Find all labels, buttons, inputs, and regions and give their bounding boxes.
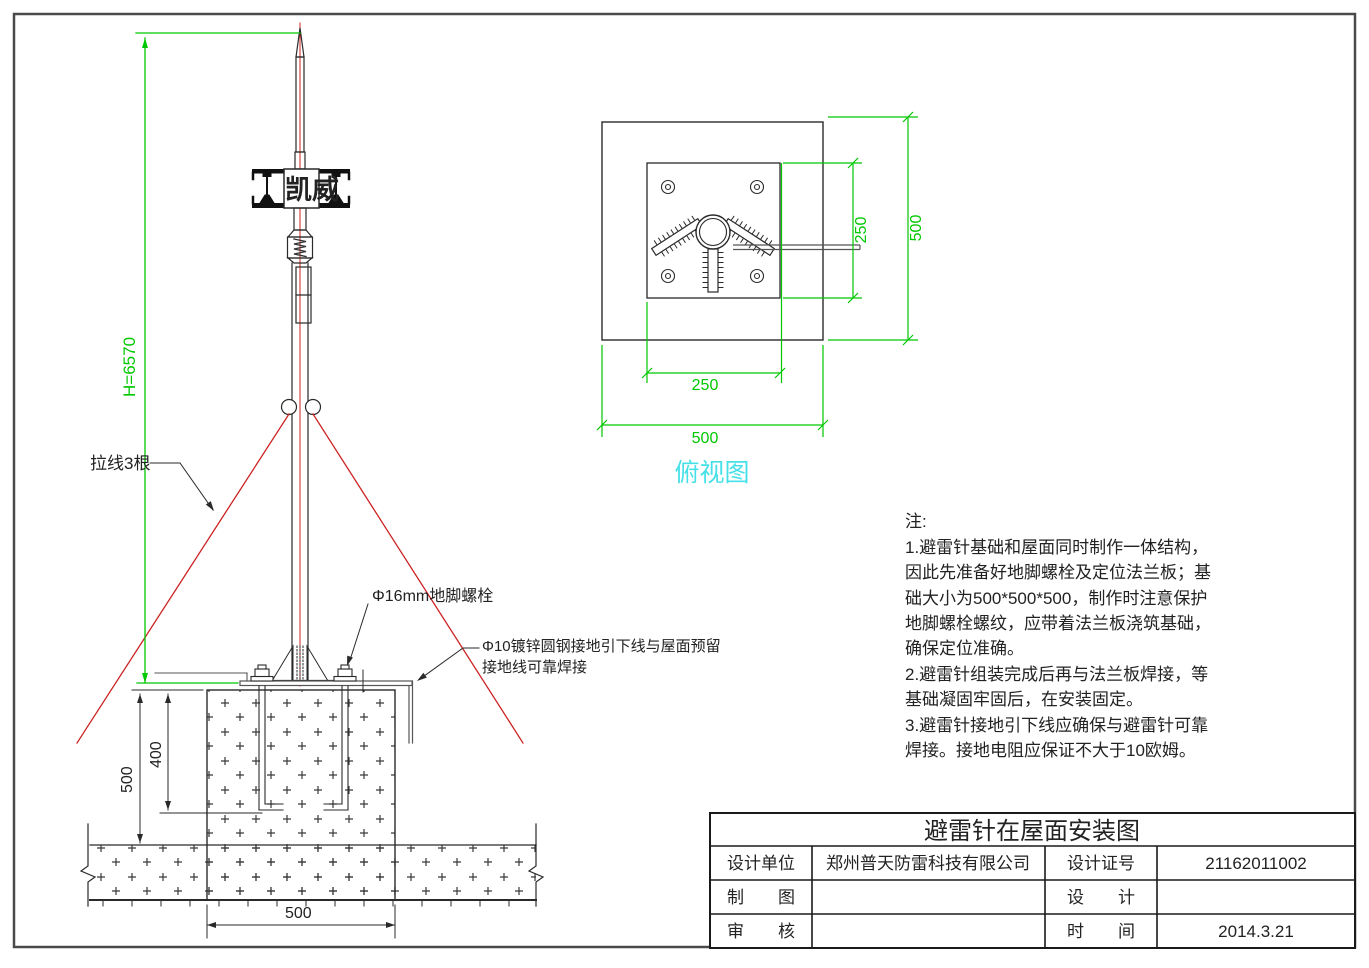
- mast-pole: [291, 262, 312, 683]
- anchor-bolt-callout: Φ16mm地脚螺栓: [347, 587, 493, 666]
- brand-label: 凯威: [285, 175, 339, 205]
- title-block: 避雷针在屋面安装图 设计单位 郑州普天防雷科技有限公司 设计证号 2116201…: [709, 812, 1356, 949]
- guy-wire-right: [312, 413, 524, 744]
- title-block-label: 设 计: [1067, 888, 1135, 907]
- dim-500-width: 500: [285, 905, 312, 922]
- slab-bottom-ticks: [102, 899, 510, 907]
- guy-wire-callout: 拉线3根: [90, 454, 214, 511]
- note-line: 注:: [905, 512, 927, 531]
- notes-block: 注: 1.避雷针基础和屋面同时制作一体结构， 因此先准备好地脚螺栓及定位法兰板；…: [905, 512, 1211, 760]
- plan-dim-500-v: 500: [908, 215, 925, 242]
- foundation-block: [206, 689, 396, 901]
- title-block-label: 审 核: [727, 922, 795, 941]
- note-line: 2.避雷针组装完成后再与法兰板焊接，等: [905, 665, 1208, 684]
- leader-arrow-icon: [347, 655, 353, 666]
- height-dim-label: H=6570: [120, 337, 139, 397]
- plan-pipe-inner: [698, 217, 728, 247]
- design-unit-value: 郑州普天防雷科技有限公司: [826, 854, 1030, 873]
- note-line: 础大小为500*500*500，制作时注意保护: [905, 589, 1207, 608]
- plan-ground-bar: [733, 244, 861, 251]
- leader-arrow-icon: [205, 501, 214, 511]
- spring-icon: [293, 238, 307, 258]
- note-line: 1.避雷针基础和屋面同时制作一体结构，: [905, 538, 1208, 557]
- plan-dim-500-h: 500: [692, 430, 719, 447]
- disc-assembly: 凯威: [251, 168, 351, 209]
- plan-bolt-holes: [660, 179, 765, 284]
- note-line: 焊接。接地电阻应保证不大于10欧姆。: [905, 741, 1196, 760]
- note-line: 3.避雷针接地引下线应确保与避雷针可靠: [905, 716, 1208, 735]
- anchor-bolt-left: [250, 664, 284, 811]
- grounding-label-line2: 接地线可靠焊接: [482, 659, 587, 676]
- sheet-border: [12, 12, 1357, 949]
- drawing-title: 避雷针在屋面安装图: [924, 818, 1140, 845]
- plan-dimensions: [596, 111, 918, 437]
- plan-view-caption: 俯视图: [674, 459, 749, 487]
- date-value: 2014.3.21: [1218, 922, 1294, 941]
- leader-arrow-icon: [417, 672, 427, 681]
- foundation-dimensions: [131, 689, 396, 939]
- plan-outer-square: [601, 121, 824, 341]
- license-number-value: 21162011002: [1205, 854, 1306, 873]
- title-block-label: 设计证号: [1067, 854, 1135, 873]
- grounding-label-line1: Φ10镀锌圆钢接地引下线与屋面预留: [482, 638, 721, 655]
- title-block-label: 制 图: [727, 888, 795, 907]
- break-symbol-right: [527, 823, 545, 907]
- plan-dim-250-h: 250: [692, 377, 719, 394]
- grounding-conductor: [408, 680, 414, 744]
- height-dimension: [135, 32, 301, 684]
- anchor-bolt-right: [323, 664, 357, 811]
- dim-500-depth: 500: [119, 766, 136, 793]
- elevation-view: 凯威: [76, 22, 721, 939]
- plan-dim-250-v: 250: [853, 217, 870, 244]
- note-line: 确保定位准确。: [905, 639, 1024, 658]
- title-block-label: 时 间: [1067, 922, 1135, 941]
- note-line: 地脚螺栓螺纹，应带着法兰板浇筑基础，: [905, 614, 1211, 633]
- title-block-label: 设计单位: [727, 854, 795, 873]
- anchor-bolt-label: Φ16mm地脚螺栓: [372, 587, 493, 605]
- grounding-callout: Φ10镀锌圆钢接地引下线与屋面预留 接地线可靠焊接: [417, 638, 721, 681]
- guy-wire-label: 拉线3根: [90, 454, 150, 473]
- guy-ring-left: [280, 398, 298, 416]
- note-line: 因此先准备好地脚螺栓及定位法兰板；基: [905, 563, 1211, 582]
- plan-pipe-outer: [695, 214, 731, 250]
- dim-400-bolt: 400: [148, 741, 165, 768]
- plan-view: 250 500 250 500 俯视图: [596, 111, 925, 487]
- lightning-rod-tip: [294, 27, 306, 170]
- note-line: 基础凝固牢固后，在安装固定。: [905, 690, 1143, 709]
- arrow-down-icon: [142, 673, 148, 683]
- guy-ring-right: [304, 398, 322, 416]
- guy-wire-left: [76, 413, 290, 744]
- arrow-up-icon: [142, 38, 148, 48]
- break-symbol-left: [79, 823, 97, 907]
- plan-flange-plate: [646, 162, 781, 299]
- spring-coupler: [286, 207, 314, 264]
